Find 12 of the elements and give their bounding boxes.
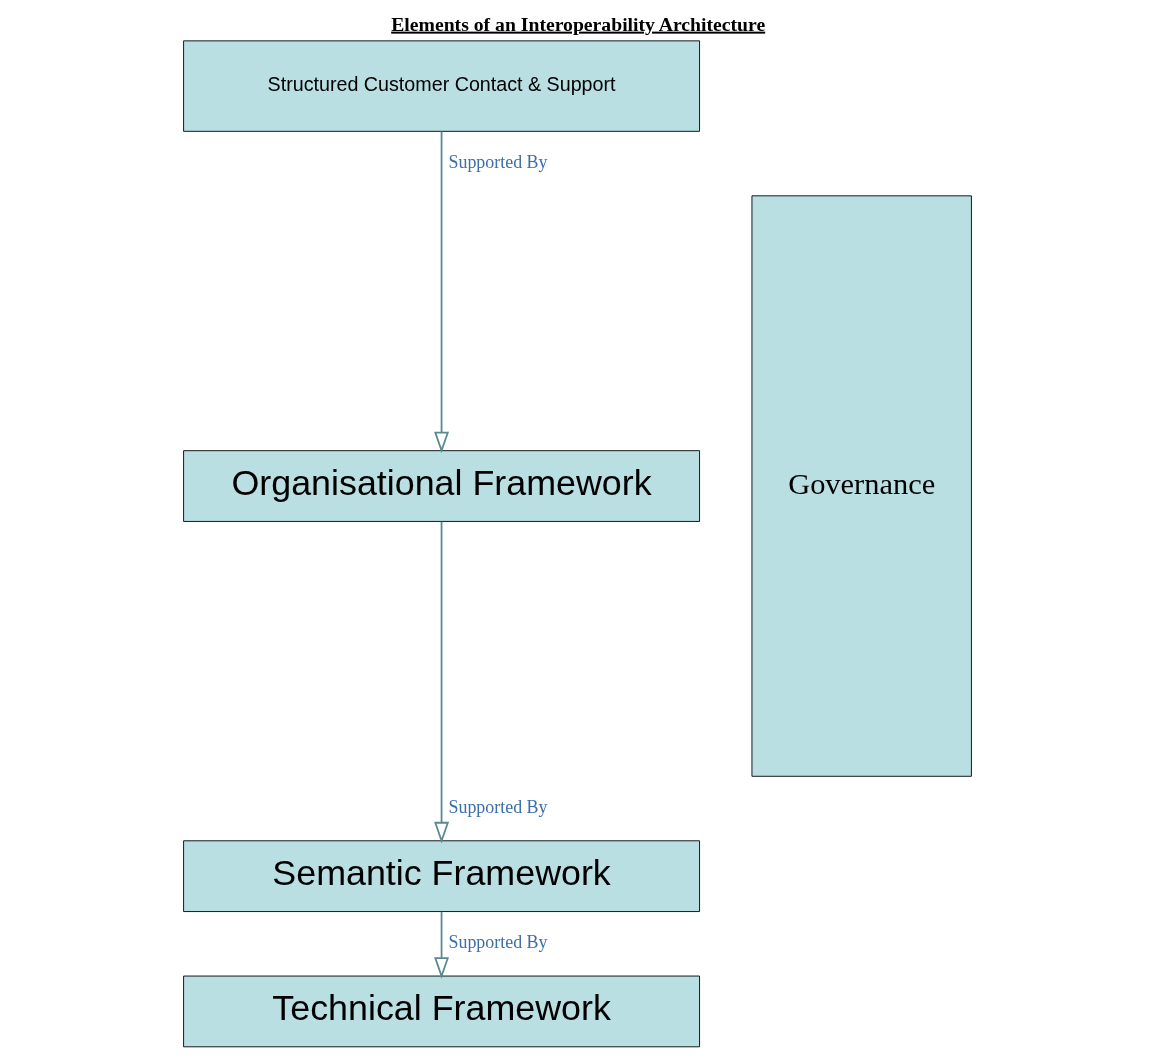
node-box: Structured Customer Contact & Support <box>183 40 700 132</box>
node-box: Governance <box>751 195 972 777</box>
node-box: Technical Framework <box>183 975 700 1048</box>
diagram-title: Elements of an Interoperability Architecture <box>391 12 766 35</box>
edge-label: Supported By <box>448 152 548 173</box>
node-box: Organisational Framework <box>183 450 700 522</box>
edge-label: Supported By <box>448 932 548 953</box>
arrow <box>434 910 450 979</box>
node-box: Semantic Framework <box>183 840 700 912</box>
arrow <box>434 130 450 454</box>
edge-label: Supported By <box>448 797 548 818</box>
arrow <box>434 520 450 844</box>
